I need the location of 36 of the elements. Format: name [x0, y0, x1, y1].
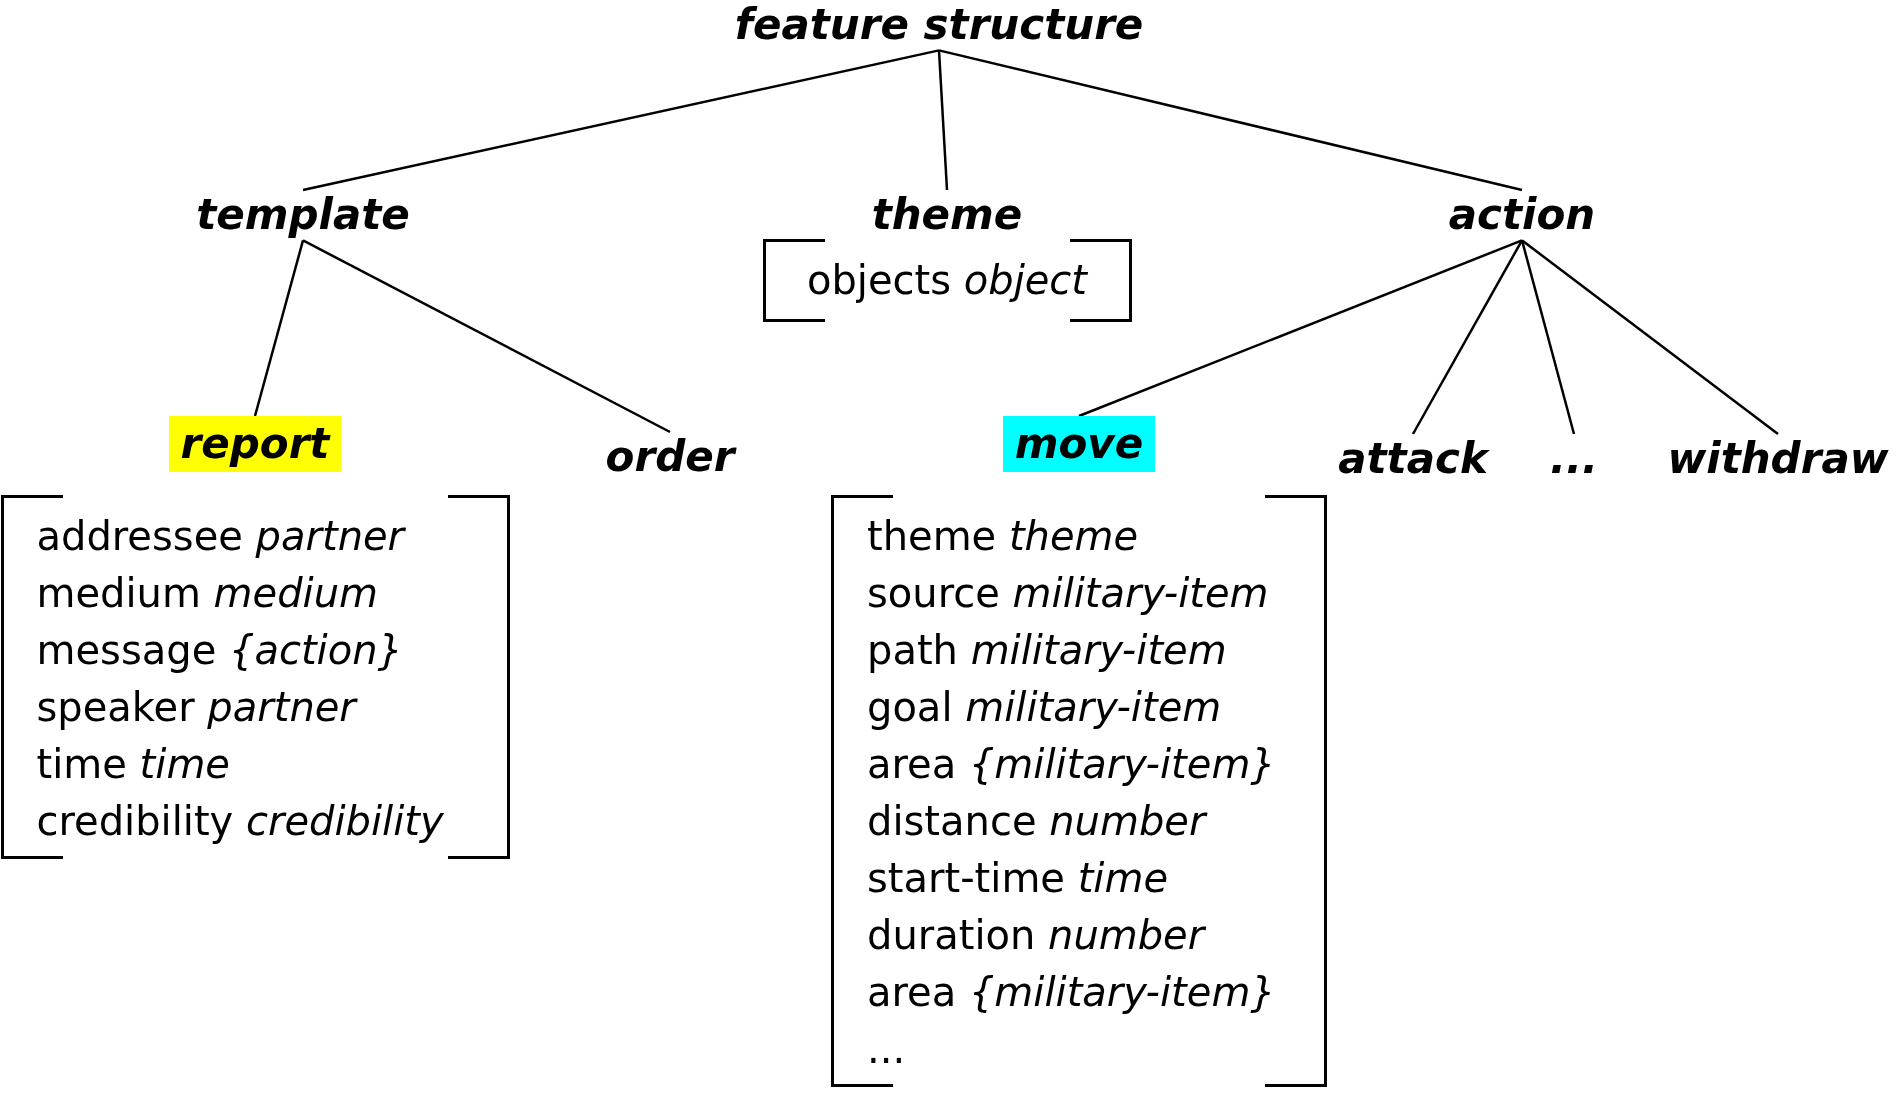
feature-line: distance number	[867, 797, 1209, 847]
feature-line: time time	[36, 740, 231, 790]
node-heading: attack	[1338, 434, 1488, 485]
highlighted-heading: report	[168, 416, 342, 473]
feature-line: addressee partner	[36, 512, 407, 562]
feature-line: goal military-item	[867, 683, 1223, 733]
feature-line: theme theme	[867, 512, 1140, 562]
title: feature structure	[734, 0, 1144, 51]
node-heading: action	[1448, 190, 1596, 241]
connector-line	[1411, 239, 1524, 435]
node-heading: withdraw	[1667, 434, 1889, 485]
connector-line	[253, 240, 305, 417]
connector-line	[1520, 240, 1576, 435]
feature-line: start-time time	[867, 854, 1170, 904]
connector-line	[302, 49, 940, 192]
feature-line: area {military-item}	[867, 740, 1277, 790]
feature-line: area {military-item}	[867, 968, 1277, 1018]
node-heading: template	[196, 190, 410, 241]
feature-line: message {action}	[36, 626, 404, 676]
connector-line	[1078, 239, 1523, 418]
connector-line	[1521, 239, 1779, 435]
connector-line	[302, 239, 671, 434]
connector-line	[938, 49, 1523, 192]
node-heading: ...	[1550, 434, 1598, 485]
feature-line: duration number	[867, 911, 1207, 961]
feature-line: objects object	[806, 256, 1088, 306]
feature-line: medium medium	[36, 569, 379, 619]
highlighted-heading: move	[1002, 416, 1156, 473]
node-heading: order	[605, 432, 735, 483]
feature-line: source military-item	[867, 569, 1270, 619]
connector-line	[937, 50, 949, 191]
feature-line: path military-item	[867, 626, 1228, 676]
node-heading: theme	[871, 190, 1023, 241]
feature-line: credibility credibility	[36, 797, 445, 847]
feature-line: ...	[867, 1025, 907, 1075]
feature-line: speaker partner	[36, 683, 359, 733]
